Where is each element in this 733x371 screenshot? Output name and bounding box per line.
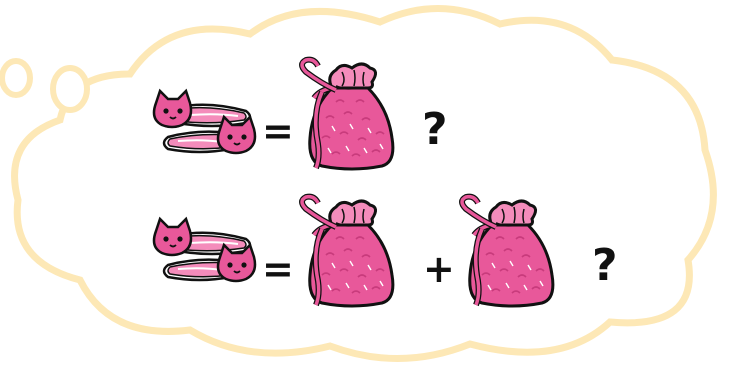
thought-dots xyxy=(2,61,87,110)
row1-question-mark: ? xyxy=(422,108,448,152)
row2-question-mark: ? xyxy=(592,244,618,288)
row1-equals-sign: = xyxy=(262,112,294,150)
row2-plus-sign: + xyxy=(423,250,455,288)
row2-equals-sign: = xyxy=(262,250,294,288)
